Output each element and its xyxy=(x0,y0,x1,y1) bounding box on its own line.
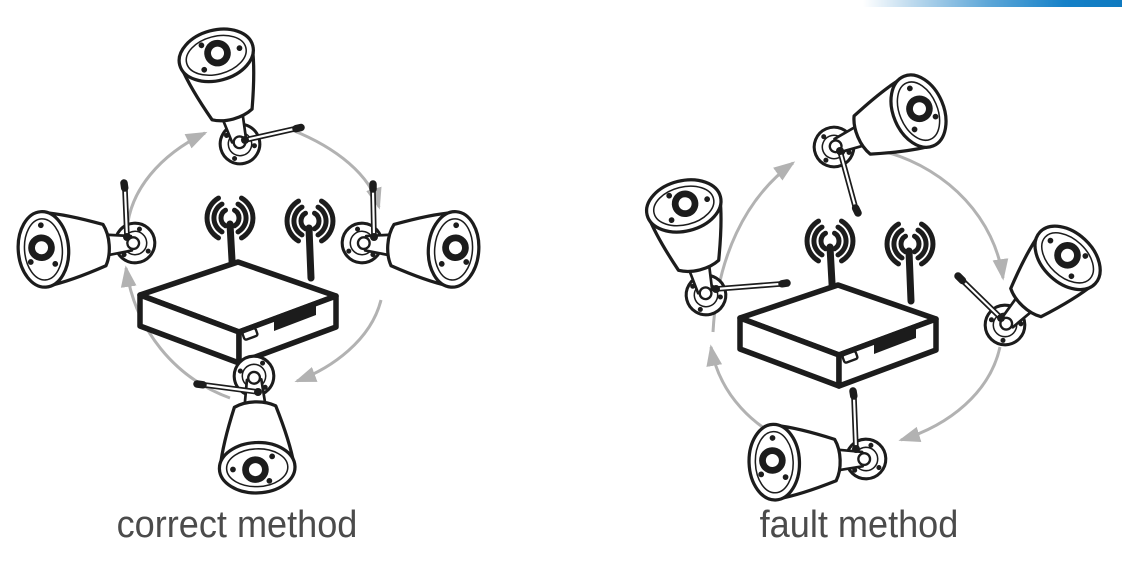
camera-antenna xyxy=(849,387,860,453)
page-accent-bar xyxy=(863,0,1122,7)
wireless-camera-top xyxy=(801,66,956,217)
wireless-camera-bottom xyxy=(748,387,887,501)
wireless-camera-top xyxy=(173,21,305,173)
rotation-arrow xyxy=(120,265,231,400)
caption-fault-method: fault method xyxy=(759,504,959,546)
rotation-arrow xyxy=(885,150,1009,281)
rotation-arrow xyxy=(294,299,383,383)
camera-antenna xyxy=(193,380,262,396)
rotation-arrow xyxy=(898,346,1002,443)
nvr-box xyxy=(140,198,336,363)
camera-antenna xyxy=(712,279,791,293)
camera-antenna xyxy=(369,180,378,241)
rotation-arrow xyxy=(125,131,208,231)
caption-correct-method: correct method xyxy=(116,504,358,546)
wireless-camera-right xyxy=(954,214,1112,366)
camera-antenna xyxy=(241,123,305,144)
correct-method-figure xyxy=(16,21,482,494)
camera-antenna xyxy=(836,147,862,217)
wireless-camera-bottom xyxy=(193,355,296,494)
wireless-camera-right xyxy=(340,180,482,289)
camera-antenna xyxy=(954,272,1005,322)
wireless-camera-left xyxy=(641,172,791,323)
fault-method-figure xyxy=(641,66,1112,500)
nvr-box xyxy=(740,221,936,386)
camera-antenna xyxy=(120,179,131,241)
wireless-camera-left xyxy=(16,179,158,289)
rotation-arrow xyxy=(291,128,382,210)
